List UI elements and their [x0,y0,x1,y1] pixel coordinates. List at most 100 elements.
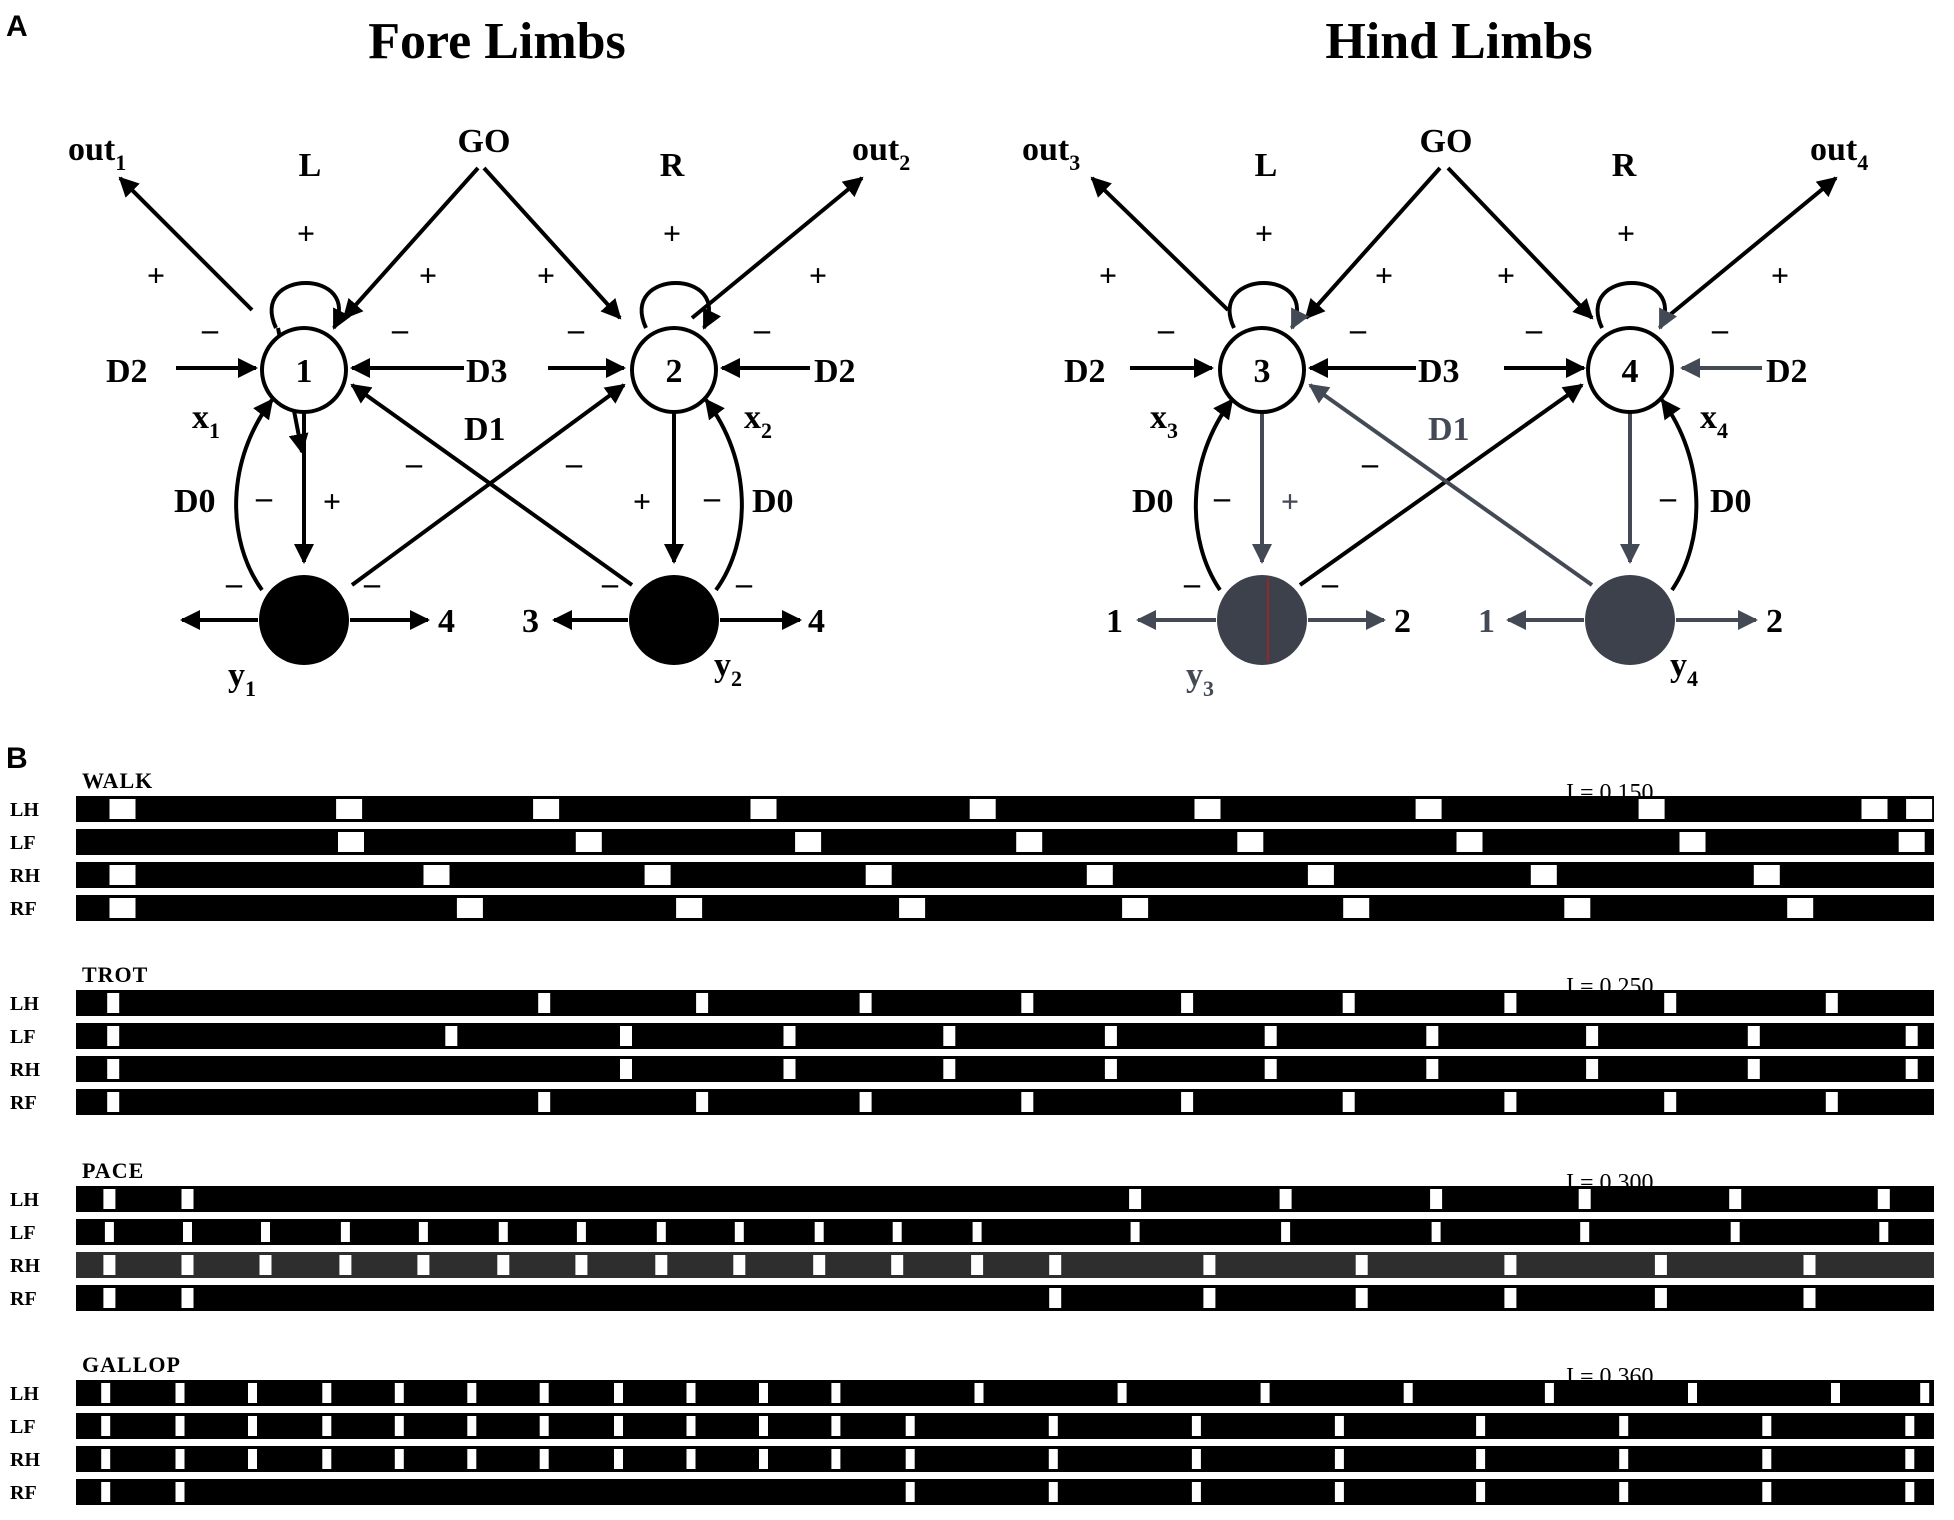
sign-minus: – [1659,479,1677,515]
activity-bar [76,895,1934,921]
burst-mark [614,1416,623,1436]
burst-mark [1753,865,1780,885]
burst-mark [1906,799,1933,819]
right-label: R [660,147,685,184]
burst-mark [813,1255,826,1275]
burst-mark [1048,1449,1058,1469]
burst-mark [423,865,450,885]
edge-y1-node1-feedback [234,398,274,592]
burst-mark [1430,1189,1443,1209]
edge-go-node1 [342,166,480,320]
x4-label: x4 [1700,399,1728,443]
burst-mark [1355,1255,1368,1275]
burst-mark [1426,1059,1439,1079]
burst-mark [107,1026,120,1046]
sign-minus: – [1213,479,1231,515]
burst-mark [859,1092,872,1112]
burst-mark [795,832,822,852]
d2-left-label: D2 [1064,353,1106,390]
burst-mark [1021,993,1034,1013]
sign-plus: + [1617,215,1635,251]
burst-mark [1191,1482,1201,1502]
burst-mark [1129,1189,1142,1209]
burst-mark [656,1222,666,1242]
burst-mark [539,1416,549,1436]
limb-label-rf: RF [10,1092,37,1114]
out1-label: out1 [68,131,126,175]
burst-mark [1281,1222,1291,1242]
burst-mark [655,1255,668,1275]
node-4-label: 4 [1622,353,1639,390]
burst-mark [1729,1189,1742,1209]
burst-mark [614,1449,623,1469]
burst-mark [1564,898,1591,918]
burst-mark [1016,832,1043,852]
activity-bar [76,1056,1934,1082]
activity-bar [76,1446,1934,1472]
limb-label-lh: LH [10,993,39,1015]
burst-mark [322,1383,332,1403]
d2-right-label: D2 [814,353,856,390]
gait-name-trot: TROT [82,962,148,987]
burst-mark [865,865,892,885]
burst-mark [1021,1092,1034,1112]
burst-mark [497,1255,510,1275]
burst-mark [498,1222,508,1242]
activity-bar [76,1380,1934,1406]
burst-mark [1403,1383,1413,1403]
burst-mark [1580,1222,1590,1242]
burst-mark [340,1222,350,1242]
d0-right-label: D0 [752,483,794,520]
gait-name-gallop: GALLOP [82,1352,181,1377]
go-label: GO [458,123,511,160]
burst-mark [620,1059,632,1079]
burst-mark [1104,1059,1117,1079]
target-4-left: 4 [438,603,455,640]
panel-label-b: B [6,742,28,775]
sign-minus: – [405,445,423,481]
burst-mark [103,1288,116,1308]
edge-node3-out3 [1090,176,1230,312]
burst-mark [533,799,560,819]
d1-label: D1 [1428,411,1470,448]
y4-label: y4 [1670,647,1698,691]
edge-go-node2 [482,166,622,320]
burst-mark [1638,799,1665,819]
burst-mark [1831,1383,1840,1403]
panel-label-a: A [6,10,28,43]
burst-mark [974,1383,984,1403]
burst-mark [831,1449,841,1469]
burst-mark [831,1383,841,1403]
burst-mark [905,1449,915,1469]
burst-mark [1905,1059,1918,1079]
burst-mark [575,1255,588,1275]
gait-name-pace: PACE [82,1158,144,1183]
burst-mark [467,1383,477,1403]
target-2-left: 2 [1394,603,1411,640]
sign-minus: – [1157,311,1175,347]
burst-mark [1530,865,1557,885]
burst-mark [1334,1416,1344,1436]
sign-minus: – [753,311,771,347]
sign-minus: – [225,565,243,601]
right-label: R [1612,147,1637,184]
burst-mark [576,1222,586,1242]
burst-mark [109,865,136,885]
burst-mark [394,1383,404,1403]
out4-label: out4 [1810,131,1868,175]
self-loop-node4 [1595,281,1677,330]
excitatory-node-4 [1586,326,1674,414]
edge-y3-node3-feedback [1193,398,1234,592]
d3-label: D3 [1418,353,1460,390]
activity-bar [76,1285,1934,1311]
burst-mark [759,1383,768,1403]
burst-mark [1191,1416,1201,1436]
burst-mark [1747,1059,1760,1079]
burst-mark [101,1383,111,1403]
burst-mark [539,1449,549,1469]
burst-mark [1654,1255,1667,1275]
burst-mark [394,1416,404,1436]
burst-mark [1504,1288,1517,1308]
burst-mark [175,1416,185,1436]
limb-label-lh: LH [10,1383,39,1405]
